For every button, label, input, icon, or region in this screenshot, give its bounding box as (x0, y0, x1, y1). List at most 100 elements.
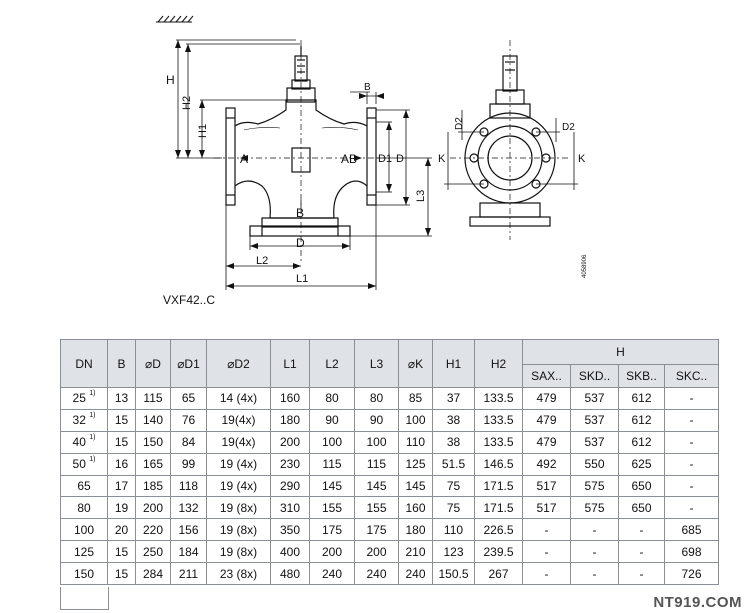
table-cell: 517 (522, 496, 571, 520)
table-cell: 726 (664, 562, 719, 586)
table-cell: 37 (432, 387, 475, 410)
table-cell: 51.5 (432, 452, 475, 476)
table-cell: 165 (135, 452, 171, 476)
table-cell: 184 (170, 540, 207, 564)
table-cell: 479 (522, 430, 571, 454)
table-cell: 90 (309, 408, 355, 432)
table-cell: 650 (618, 496, 665, 520)
table-cell: 160 (270, 387, 310, 410)
table-cell: 100 (398, 408, 433, 432)
footnote-mark: 1) (89, 456, 96, 464)
port-label-b: B (296, 206, 304, 220)
table-cell: 685 (664, 518, 719, 542)
table-cell: 537 (570, 430, 619, 454)
table-cell: 19 (4x) (206, 474, 271, 498)
cell-dn: 32 1) (60, 408, 108, 432)
table-cell: 15 (107, 430, 136, 454)
table-cell: 492 (522, 452, 571, 476)
port-label-ab: AB (341, 152, 357, 166)
table-cell: 115 (309, 452, 355, 476)
table-cell: - (522, 518, 571, 542)
table-cell: 537 (570, 408, 619, 432)
table-cell: - (664, 430, 719, 454)
header-b: B (107, 339, 136, 388)
table-cell: 171.5 (474, 474, 523, 498)
table-cell: - (570, 540, 619, 564)
dim-label-d-side: D (396, 153, 404, 165)
dim-label-h1: H1 (197, 124, 209, 138)
table-cell: 200 (135, 496, 171, 520)
table-cell: 99 (170, 452, 207, 476)
table-cell: 110 (432, 518, 475, 542)
ground-hatch (156, 15, 194, 23)
centerlines (214, 40, 386, 262)
table-cell: 15 (107, 408, 136, 432)
table-cell: 80 (354, 387, 399, 410)
table-cell: 19(4x) (206, 408, 271, 432)
table-cell: 200 (309, 540, 355, 564)
table-cell: 220 (135, 518, 171, 542)
dim-label-d1: D1 (378, 153, 392, 165)
table-cell: 350 (270, 518, 310, 542)
dimension-table: DN B ⌀D ⌀D1 ⌀D2 L1 L2 L3 ⌀K H1 H2 H SAX.… (60, 339, 719, 586)
table-cell: - (664, 387, 719, 410)
table-cell: 19(4x) (206, 430, 271, 454)
table-cell: 284 (135, 562, 171, 586)
table-cell: 115 (135, 387, 171, 410)
cell-dn: 80 (60, 496, 108, 520)
header-d: ⌀D (135, 339, 171, 388)
dim-label-d2-right: D2 (562, 122, 575, 133)
header-l3: L3 (354, 339, 399, 388)
side-dimension-lines (444, 110, 578, 190)
table-cell: 20 (107, 518, 136, 542)
header-h1: H1 (432, 339, 475, 388)
cell-dn: 40 1) (60, 430, 108, 454)
table-cell: 85 (398, 387, 433, 410)
table-cell: 575 (570, 474, 619, 498)
table-cell: 19 (8x) (206, 540, 271, 564)
watermark: NT919.COM (653, 594, 742, 611)
table-cell: 38 (432, 408, 475, 432)
table-cell: - (570, 562, 619, 586)
table-cell: 100 (354, 430, 399, 454)
table-cell: 625 (618, 452, 665, 476)
table-cell: - (664, 408, 719, 432)
table-cell: 180 (398, 518, 433, 542)
table-cell: 480 (270, 562, 310, 586)
table-cell: 230 (270, 452, 310, 476)
footnote-mark: 1) (89, 390, 96, 398)
port-label-a: A (240, 152, 248, 166)
header-k: ⌀K (398, 339, 433, 388)
table-cell: - (664, 496, 719, 520)
table-cell: 19 (107, 496, 136, 520)
table-cell: 15 (107, 540, 136, 564)
table-cell: 17 (107, 474, 136, 498)
dim-label-b-top: B (364, 82, 371, 93)
dim-label-h: H (166, 73, 175, 87)
dim-label-k-right: K (578, 153, 586, 165)
dimension-arrows (175, 40, 431, 289)
table-cell: - (618, 540, 665, 564)
table-cell: 537 (570, 387, 619, 410)
table-cell: 479 (522, 408, 571, 432)
table-cell: - (618, 518, 665, 542)
table-cell: 240 (309, 562, 355, 586)
table-cell: 612 (618, 430, 665, 454)
table-cell: 19 (8x) (206, 518, 271, 542)
table-cell: 698 (664, 540, 719, 564)
table-cell: 145 (354, 474, 399, 498)
table-cell: 155 (354, 496, 399, 520)
dim-label-d: D (296, 236, 305, 250)
table-cell: 23 (8x) (206, 562, 271, 586)
table-cell: 115 (354, 452, 399, 476)
dim-label-k-left: K (438, 153, 446, 165)
table-cell: 80 (309, 387, 355, 410)
table-cell: 132 (170, 496, 207, 520)
